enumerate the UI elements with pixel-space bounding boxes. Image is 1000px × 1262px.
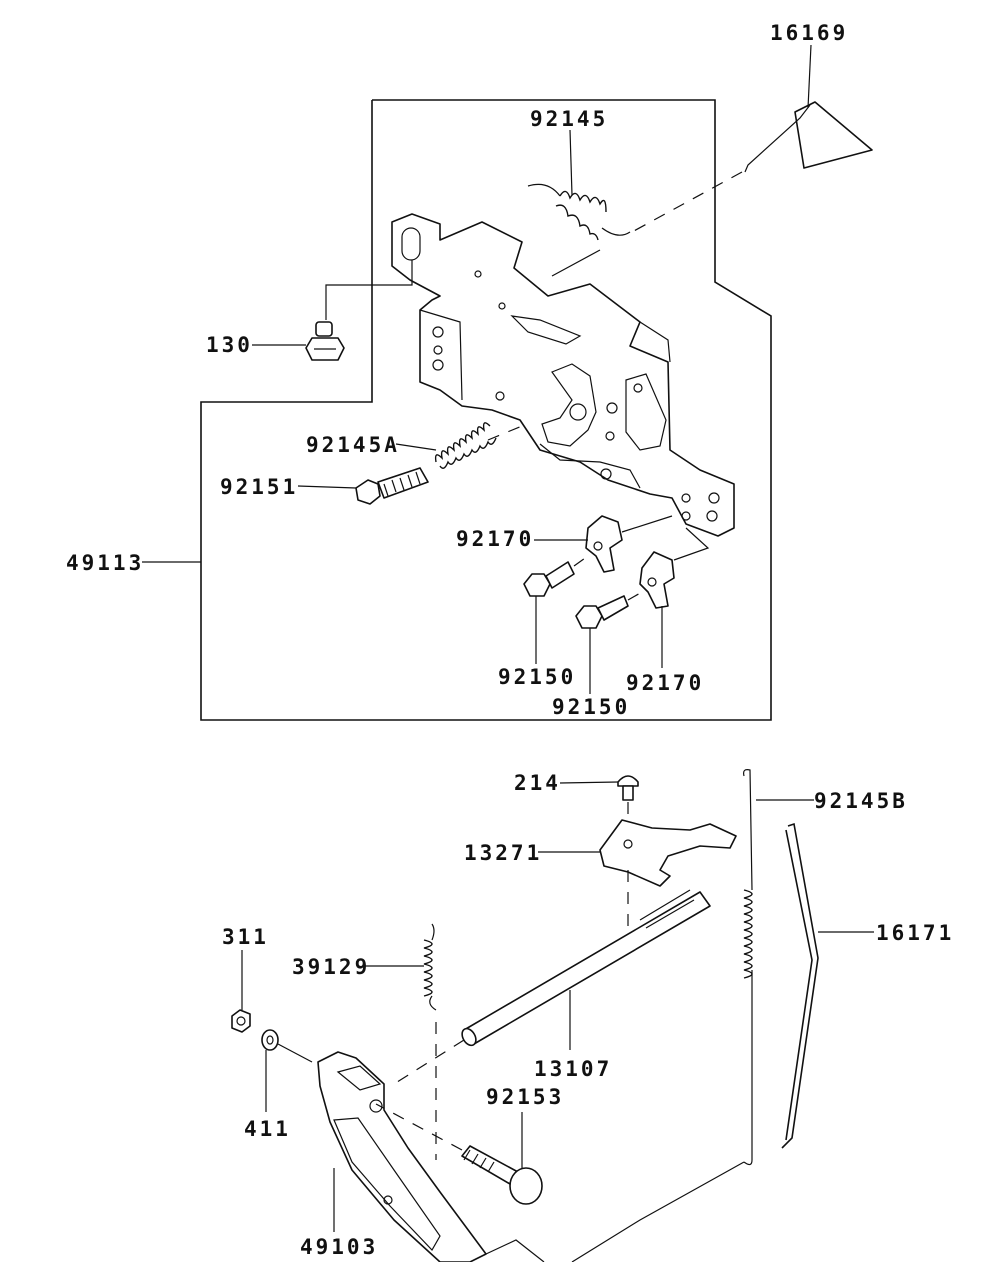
part-39129-spring[interactable] — [423, 923, 437, 1160]
leader-92145A — [395, 443, 437, 451]
leader-130-to-plate — [325, 260, 413, 320]
part-16169-wire-link[interactable] — [631, 101, 873, 233]
part-13107-shaft[interactable] — [459, 889, 711, 1048]
part-92150-screw-a[interactable] — [523, 555, 589, 597]
label-92150b: 92150 — [552, 695, 630, 719]
label-49113: 49113 — [66, 551, 144, 575]
part-92153-pin[interactable] — [375, 1103, 543, 1205]
clamp-a-link-line — [621, 515, 673, 533]
clamp-b-link-line — [673, 527, 710, 561]
part-411-washer[interactable] — [261, 1029, 313, 1063]
leader-16169 — [807, 44, 812, 109]
label-92145: 92145 — [530, 107, 608, 131]
part-49103-lever[interactable] — [317, 1051, 745, 1262]
label-92153: 92153 — [486, 1085, 564, 1109]
assembly-49113-outline — [200, 99, 772, 721]
part-92150-screw-b[interactable] — [575, 591, 643, 629]
label-13271: 13271 — [464, 841, 542, 865]
part-92145-spring[interactable] — [527, 183, 631, 241]
part-92145B-spring[interactable] — [743, 769, 753, 1166]
part-49113-control-plate[interactable] — [391, 213, 735, 537]
leader-92151 — [297, 485, 357, 489]
label-16171: 16171 — [876, 921, 954, 945]
shaft-13107-axis — [393, 1039, 465, 1085]
label-39129: 39129 — [292, 955, 370, 979]
label-49103: 49103 — [300, 1235, 378, 1259]
label-130: 130 — [206, 333, 253, 357]
part-214-screw[interactable] — [617, 775, 639, 801]
label-92151: 92151 — [220, 475, 298, 499]
label-92170b: 92170 — [626, 671, 704, 695]
part-13271-plate[interactable] — [599, 819, 737, 887]
leader-214 — [559, 781, 619, 784]
part-92170-clamp-a[interactable] — [585, 515, 623, 573]
label-92145A: 92145A — [306, 433, 400, 457]
label-13107: 13107 — [534, 1057, 612, 1081]
label-411: 411 — [244, 1117, 291, 1141]
part-92145A-spring[interactable] — [434, 422, 523, 469]
leader-92145 — [569, 129, 573, 196]
label-92145B: 92145B — [814, 789, 908, 813]
part-92170-clamp-b[interactable] — [639, 551, 675, 609]
part-16171-rod[interactable] — [781, 822, 819, 1149]
label-92170a: 92170 — [456, 527, 534, 551]
part-92151-screw[interactable] — [355, 467, 429, 505]
spring-link-line — [551, 249, 601, 277]
part-130-bolt[interactable] — [305, 321, 345, 361]
label-16169: 16169 — [770, 21, 848, 45]
label-92150a: 92150 — [498, 665, 576, 689]
part-311-nut[interactable] — [231, 1009, 251, 1033]
label-214: 214 — [514, 771, 561, 795]
label-311: 311 — [222, 925, 269, 949]
